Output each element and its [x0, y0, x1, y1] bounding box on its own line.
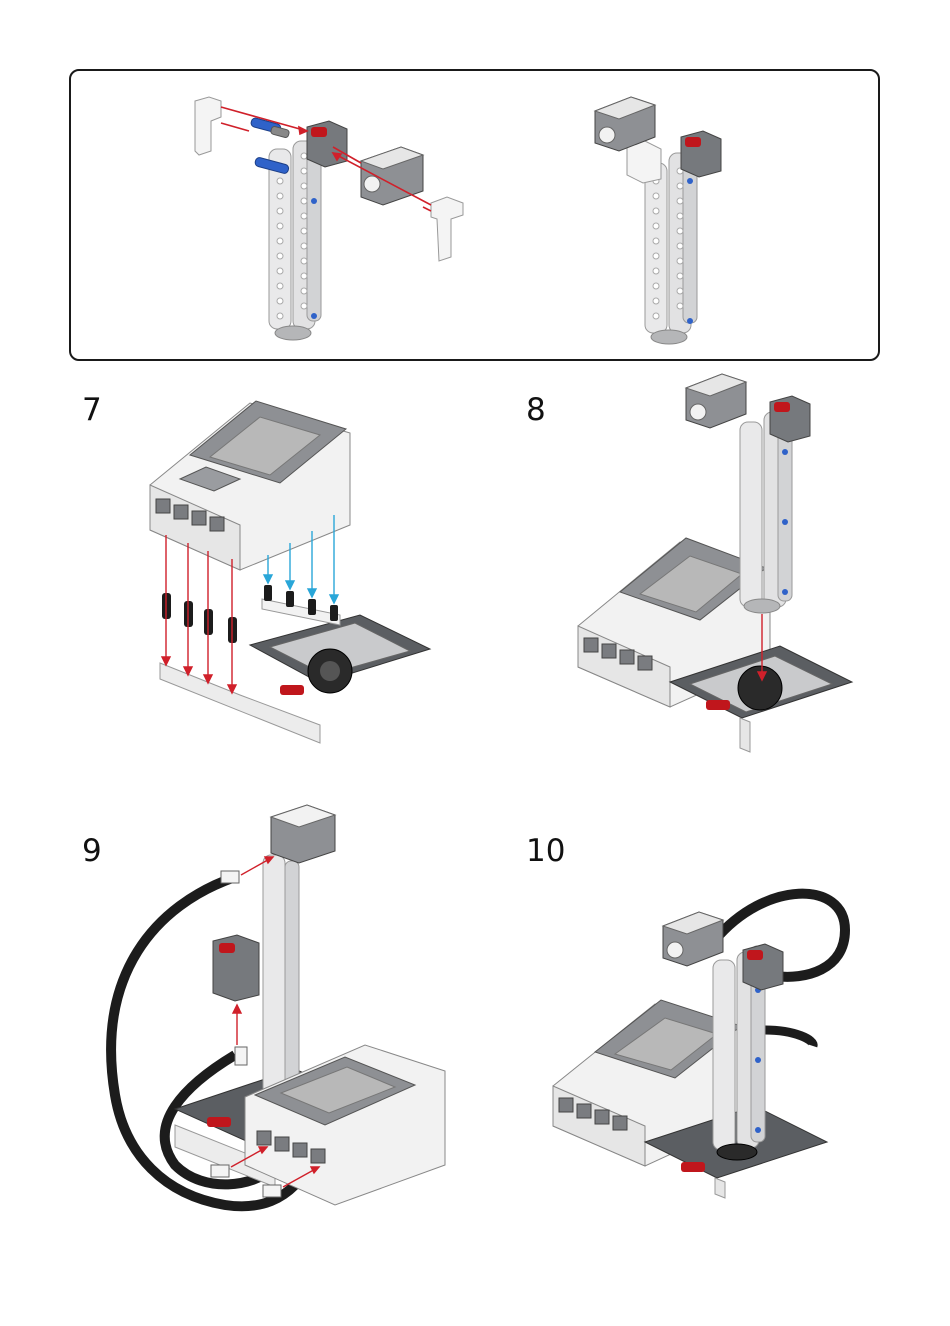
cable-icon	[106, 872, 299, 1212]
cable-icon	[159, 1050, 274, 1190]
red-axle-icon	[280, 685, 304, 695]
step-8-illustration	[577, 373, 854, 753]
l-beam	[430, 196, 464, 262]
step-number: 8	[526, 392, 546, 428]
cable-icon	[764, 1025, 818, 1048]
step-number: 9	[82, 833, 102, 869]
substep-assembled-view	[593, 96, 722, 345]
step-number: 7	[82, 392, 102, 428]
ev3-brick-icon	[149, 400, 351, 571]
substep-callout-box	[69, 69, 880, 361]
turntable-gear-icon	[274, 325, 312, 341]
assembly-arrows	[160, 515, 340, 695]
ev3-brick-icon	[244, 1044, 446, 1206]
l-beam	[194, 96, 222, 156]
cable-icon	[711, 888, 851, 982]
step-10-illustration	[552, 888, 851, 1199]
base-frame	[159, 598, 432, 744]
connector-peg-icon	[254, 157, 290, 174]
step-7-illustration	[149, 400, 432, 744]
substep-illustrations	[194, 96, 722, 345]
assembly-arrows	[230, 856, 321, 1188]
assembly-arrows	[220, 106, 432, 212]
substep-exploded-view	[194, 96, 464, 341]
step-9-illustration	[106, 804, 446, 1212]
step-number: 10	[526, 833, 566, 869]
connector-peg-icon	[270, 125, 290, 139]
base-frame	[668, 645, 854, 753]
sensor-tower	[684, 373, 811, 614]
assembly-arrows	[756, 614, 768, 682]
